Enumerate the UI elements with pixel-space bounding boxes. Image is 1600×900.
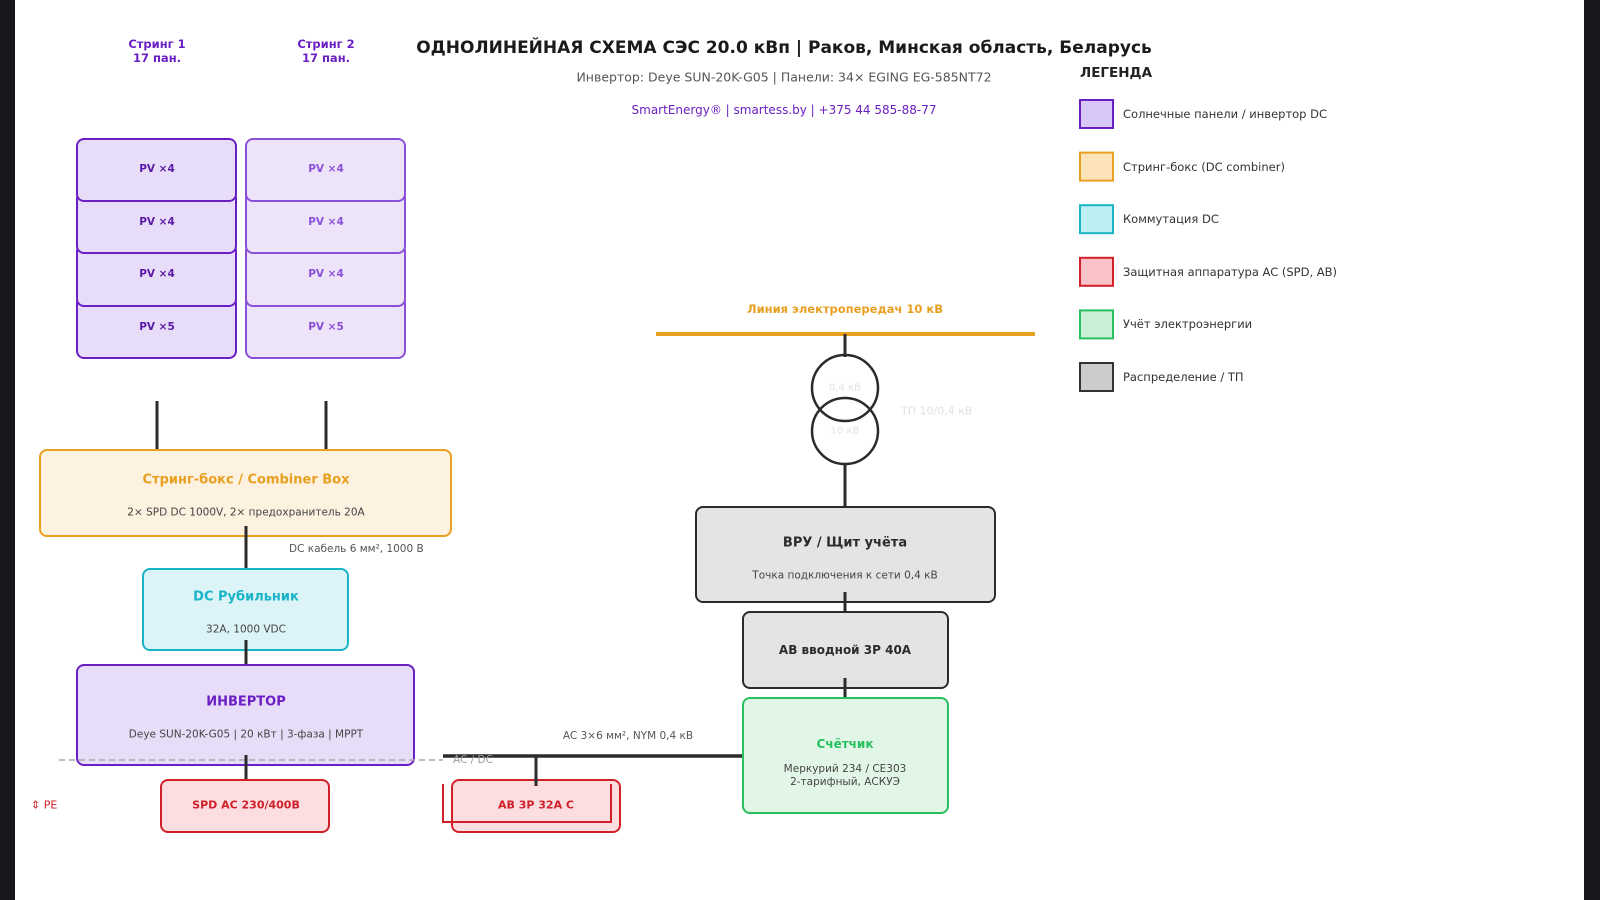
string-2-header: Стринг 2 17 пан. [297,37,354,65]
pv-label: PV ×5 [308,321,344,333]
transformer-label: ТП 10/0,4 кВ [901,404,973,418]
pv-label: PV ×4 [308,163,344,175]
inverter-shape [76,664,415,766]
diagram-title: ОДНОЛИНЕЙНАЯ СХЕМА СЭС 20.0 кВп | Раков,… [416,38,1152,58]
legend-item-label: Распределение / ТП [1123,370,1244,384]
legend-item-label: Коммутация DC [1123,212,1219,227]
main-breaker-label: АВ вводной 3Р 40А [778,643,912,657]
transformer-upper-coil [810,353,880,423]
pe-label: ⇕ PE [31,798,58,812]
grid-line-label: Линия электропередач 10 кВ [747,302,943,316]
legend-swatch [1079,256,1114,287]
meter-model: Меркурий 234 / CE303 [783,763,907,775]
inverter-subtitle: Deye SUN-20K-G05 | 20 кВт | 3-фаза | MPP… [128,728,364,741]
pv-label: PV ×4 [308,216,344,228]
pv-label: PV ×4 [139,163,175,175]
combiner-subtitle: 2× SPD DC 1000V, 2× предохранитель 20А [127,506,365,519]
dc-cable-label: DC кабель 6 мм², 1000 В [289,543,424,555]
vru-title: ВРУ / Щит учёта [782,535,908,551]
legend-item-label: Солнечные панели / инвертор DC [1123,107,1328,121]
legend-swatch [1079,362,1114,392]
legend-swatch [1079,99,1114,129]
spd-ac-shape [160,779,330,833]
breaker-ac-bracket [442,784,612,823]
dc-switch-shape [142,568,349,651]
spd-ac-label: SPD AC 230/400В [192,798,300,812]
pv-string-1 [76,138,237,359]
legend-item-label: Защитная аппаратура AC (SPD, АВ) [1123,264,1338,279]
vru-subtitle: Точка подключения к сети 0,4 кВ [752,569,938,582]
meter-features: 2-тарифный, АСКУЭ [790,776,900,788]
ac-cable-label: AC 3×6 мм², NYM 0,4 кВ [562,730,694,742]
combiner-title: Стринг-бокс / Combiner Box [142,472,350,488]
company-contact: SmartEnergy® | smartess.by | +375 44 585… [631,103,937,117]
meter-shape [742,697,949,814]
dc-switch-title: DC Рубильник [193,589,299,605]
string-1-title: Стринг 1 [128,37,186,51]
legend-swatch [1079,151,1114,182]
diagram-subtitle: Инвертор: Deye SUN-20K-G05 | Панели: 34×… [576,69,992,85]
combiner-box-shape [39,449,452,537]
legend-item-label: Учёт электроэнергии [1123,317,1253,332]
inverter-title: ИНВЕРТОР [206,694,286,710]
legend-swatch [1079,309,1114,340]
transformer-upper-label: 0,4 кВ [829,382,861,394]
legend-title: ЛЕГЕНДА [1080,65,1153,81]
dc-switch-subtitle: 32А, 1000 VDC [206,623,286,636]
legend-swatch [1079,204,1114,235]
pv-label: PV ×4 [139,268,175,280]
pv-panel-group [245,138,406,202]
meter-details: Меркурий 234 / CE303 2-тарифный, АСКУЭ [784,763,907,789]
pv-label: PV ×5 [139,321,175,333]
acdc-label: AC / DC [453,754,493,766]
string-1-count: 17 пан. [132,51,182,65]
pv-string-2 [245,138,406,359]
legend-item-label: Стринг-бокс (DC combiner) [1123,159,1285,174]
diagram-shapes [39,99,1114,833]
string-2-title: Стринг 2 [297,37,355,51]
pv-label: PV ×4 [308,268,344,280]
pv-panel-group [76,138,237,202]
legend-swatches [1079,99,1114,392]
vru-shape [695,506,996,603]
meter-title: Счётчик [816,737,874,751]
breaker-ac-label: АВ 3Р 32А С [498,798,574,812]
pv-label: PV ×4 [139,216,175,228]
diagram-canvas: ОДНОЛИНЕЙНАЯ СХЕМА СЭС 20.0 кВп | Раков,… [15,0,1584,900]
transformer-lower-label: 10 кВ [830,425,860,437]
string-1-header: Стринг 1 17 пан. [128,37,185,65]
string-2-count: 17 пан. [301,51,351,65]
